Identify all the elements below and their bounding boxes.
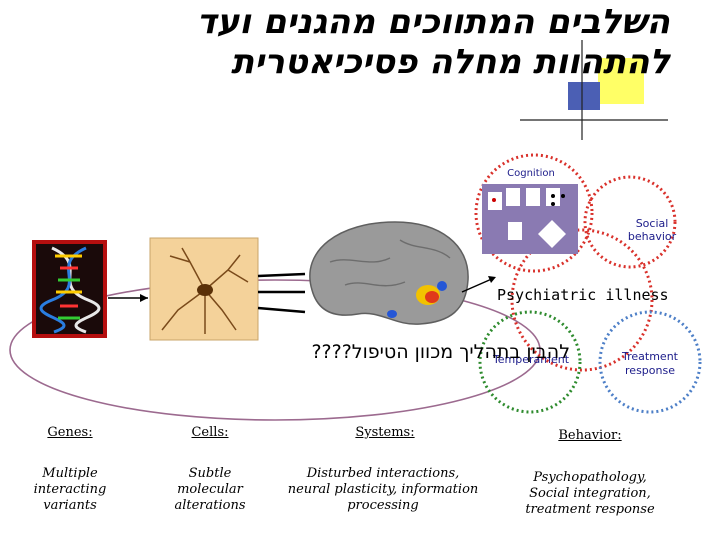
column-desc-systems: Disturbed interactions, neural plasticit… — [287, 466, 479, 513]
column-header-cells: Cells: — [191, 425, 229, 440]
column-header-systems: Systems: — [355, 425, 415, 440]
loop-ellipse — [9, 279, 541, 421]
treatment-response-label: Treatment response — [622, 350, 678, 377]
treatment-circle — [598, 310, 702, 414]
social-behavior-label: Social behavior — [627, 217, 677, 243]
column-header-genes: Genes: — [47, 425, 93, 440]
social-circle — [583, 175, 677, 269]
page-title-line-1: השלבים המתווכים מהגנים ועד — [196, 2, 670, 42]
cognition-cards — [482, 184, 578, 254]
column-header-behavior: Behavior: — [558, 428, 622, 443]
neuron-image — [149, 237, 259, 341]
column-desc-cells: Subtle molecular alterations — [174, 466, 246, 513]
question-text: להבין בתהליך מכוון הטיפול???? — [311, 341, 570, 363]
arrowhead-2 — [488, 276, 496, 283]
temperament-circle — [478, 310, 582, 414]
cognition-label: Cognition — [507, 168, 555, 179]
column-desc-behavior: Psychopathology, Social integration, tre… — [525, 470, 655, 517]
arrowhead — [140, 294, 148, 302]
brain-to-illness-arrow — [461, 277, 495, 293]
illness-circle — [510, 228, 654, 372]
page-title-line-2: להתהוות מחלה פסיכיאטרית — [231, 42, 670, 82]
psychiatric-illness-label: Psychiatric illness — [497, 286, 669, 304]
dna-image — [32, 240, 107, 338]
cognition-circle — [474, 153, 594, 273]
column-desc-genes: Multiple interacting variants — [33, 466, 107, 513]
cell-to-brain-arrows — [257, 272, 306, 314]
brain-image — [309, 221, 469, 325]
temperament-label: Temperament — [492, 353, 570, 366]
